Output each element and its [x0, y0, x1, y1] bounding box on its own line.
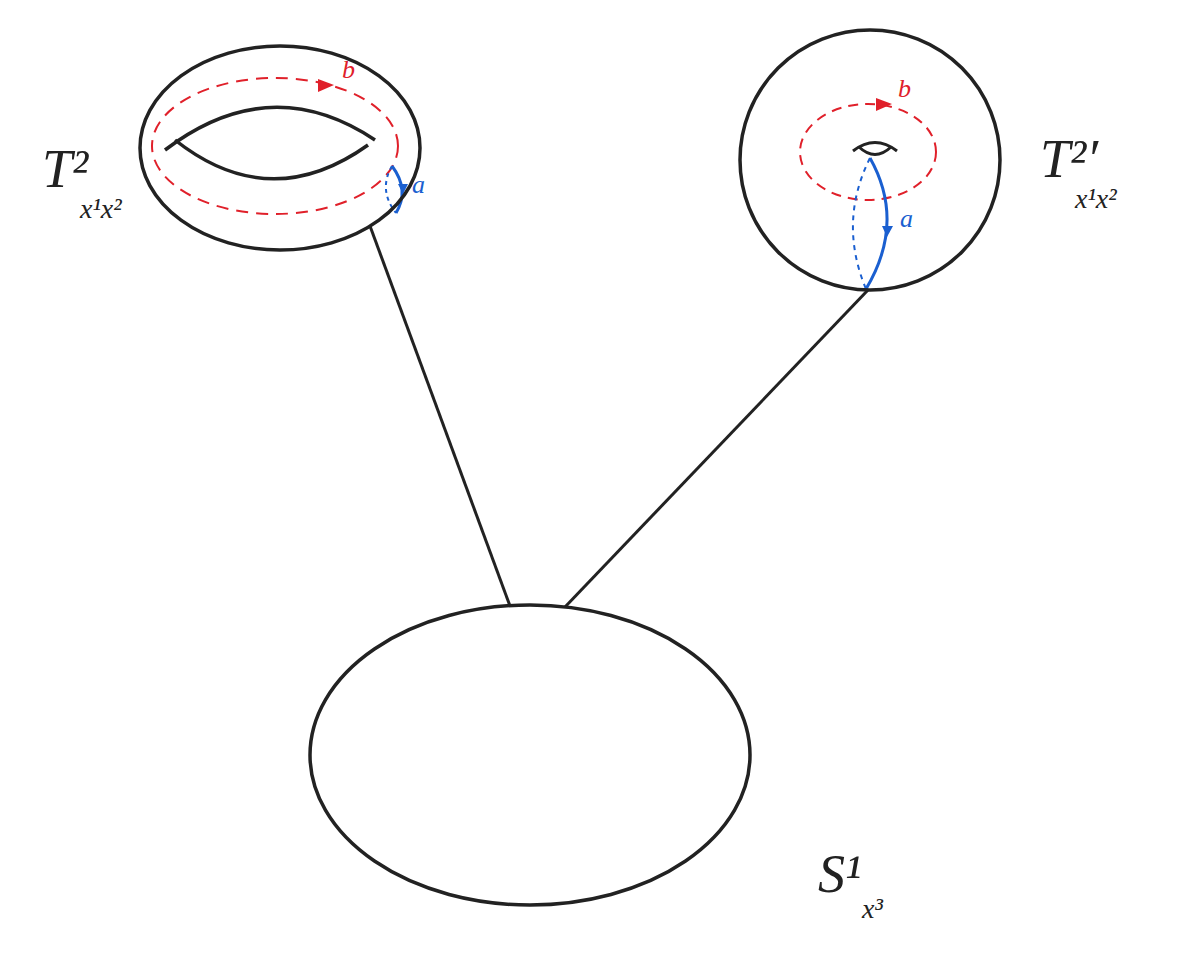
arrow-head: [882, 226, 893, 237]
torus-hole: [175, 140, 368, 179]
torus-shape: T²′x¹x² b a: [730, 20, 1170, 310]
cycle-label: a: [900, 206, 913, 232]
cycle-a: [866, 158, 887, 289]
torus-subscript: x¹x²: [80, 195, 122, 223]
arrow-head: [876, 98, 892, 111]
connector-line: [370, 226, 510, 606]
cycle-label: a: [412, 172, 425, 198]
arrow-head: [318, 79, 334, 92]
cycle-label: b: [898, 76, 911, 102]
shape-outline: [140, 46, 420, 250]
torus-subscript: x¹x²: [1075, 185, 1117, 213]
cycle-b: [152, 78, 398, 214]
torus-hole: [859, 147, 891, 155]
torus-label: T²: [42, 142, 88, 196]
cycle-b: [800, 104, 936, 200]
cycle-a: [853, 158, 870, 289]
connector-line: [565, 290, 868, 607]
shape-outline: [300, 595, 1000, 940]
circle-shape: S¹x³: [300, 595, 1000, 940]
shape-outline: [730, 20, 1170, 310]
shape-outline: [740, 30, 1000, 290]
torus-hole: [165, 107, 375, 150]
cycle-label: b: [342, 57, 355, 83]
circle-label: S¹: [818, 847, 861, 901]
circle-subscript: x³: [862, 895, 883, 923]
torus-label: T²′: [1040, 132, 1098, 186]
shape-outline: [30, 30, 440, 270]
torus-shape: T²x¹x² b a: [30, 30, 440, 270]
shape-outline: [310, 605, 750, 905]
